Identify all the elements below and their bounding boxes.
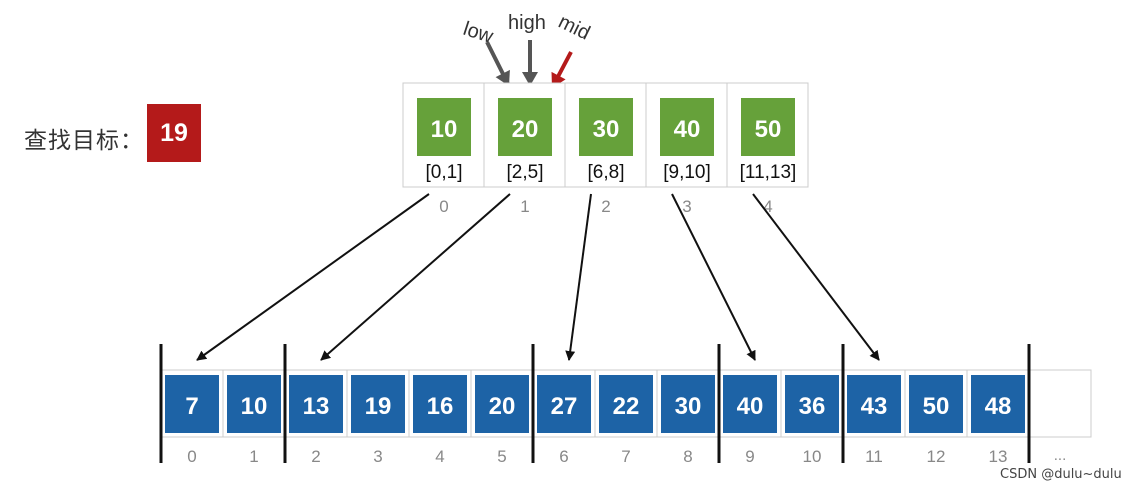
array-index-label: 1 [249,447,258,466]
array-value: 10 [241,393,268,420]
array-index-label: 12 [927,447,946,466]
index-key-box [579,98,633,156]
array-value-box [847,375,901,433]
index-key-box [417,98,471,156]
array-empty-cell [1028,369,1092,438]
array-value: 50 [923,393,950,420]
index-position-label: 0 [439,197,448,216]
pointer-arrow-head [495,69,510,86]
index-key-value: 50 [755,116,782,143]
index-range-label: [9,10] [663,162,711,183]
array-value-box [599,375,653,433]
index-key-value: 30 [593,116,620,143]
array-index-label: 13 [989,447,1008,466]
array-value: 48 [985,393,1012,420]
index-key-box [498,98,552,156]
index-key-value: 10 [431,116,458,143]
index-key-box [660,98,714,156]
pointer-label-high: high [508,12,546,34]
array-index-label: 10 [803,447,822,466]
index-key-value: 20 [512,116,539,143]
index-to-block-arrow [671,193,756,361]
array-index-label: 5 [497,447,506,466]
array-value-box [537,375,591,433]
array-value-box [289,375,343,433]
array-index-label: 3 [373,447,382,466]
index-to-block-arrow [196,193,430,361]
array-value-box [909,375,963,433]
array-value: 19 [365,393,392,420]
array-index-label: 6 [559,447,568,466]
index-range-label: [0,1] [426,162,463,183]
array-value: 13 [303,393,330,420]
array-value: 30 [675,393,702,420]
array-value-box [413,375,467,433]
index-position-label: 2 [601,197,610,216]
array-value-box [971,375,1025,433]
watermark: CSDN @dulu~dulu [1000,467,1122,482]
index-to-block-arrow [320,193,511,361]
array-value: 43 [861,393,888,420]
index-key-value: 40 [674,116,701,143]
array-value-box [227,375,281,433]
target-label: 查找目标： [24,128,144,154]
index-range-label: [2,5] [507,162,544,183]
index-range-label: [11,13] [740,162,797,183]
array-value-box [475,375,529,433]
array-index-label: 2 [311,447,320,466]
index-position-label: 1 [520,197,529,216]
array-value: 7 [185,393,198,420]
array-value-box [165,375,219,433]
pointer-arrow-head [522,72,538,86]
index-position-label: 4 [763,197,772,216]
index-to-block-arrow [565,193,592,361]
array-index-label: 8 [683,447,692,466]
index-key-box [741,98,795,156]
array-value: 27 [551,393,578,420]
array-value: 40 [737,393,764,420]
pointer-label-low: low [460,18,496,48]
index-position-label: 3 [682,197,691,216]
array-value: 20 [489,393,516,420]
array-ellipsis: ... [1054,447,1067,464]
index-to-block-arrow [752,193,880,361]
array-index-label: 0 [187,447,196,466]
array-value: 22 [613,393,640,420]
array-index-label: 7 [621,447,630,466]
array-value: 16 [427,393,454,420]
target-value-box: 19 [147,104,201,162]
array-index-label: 4 [435,447,444,466]
index-range-label: [6,8] [588,162,625,183]
array-value-box [723,375,777,433]
array-value: 36 [799,393,826,420]
array-value-box [351,375,405,433]
array-index-label: 11 [865,447,883,466]
array-value-box [661,375,715,433]
array-index-label: 9 [745,447,754,466]
array-value-box [785,375,839,433]
pointer-label-mid: mid [555,11,594,45]
